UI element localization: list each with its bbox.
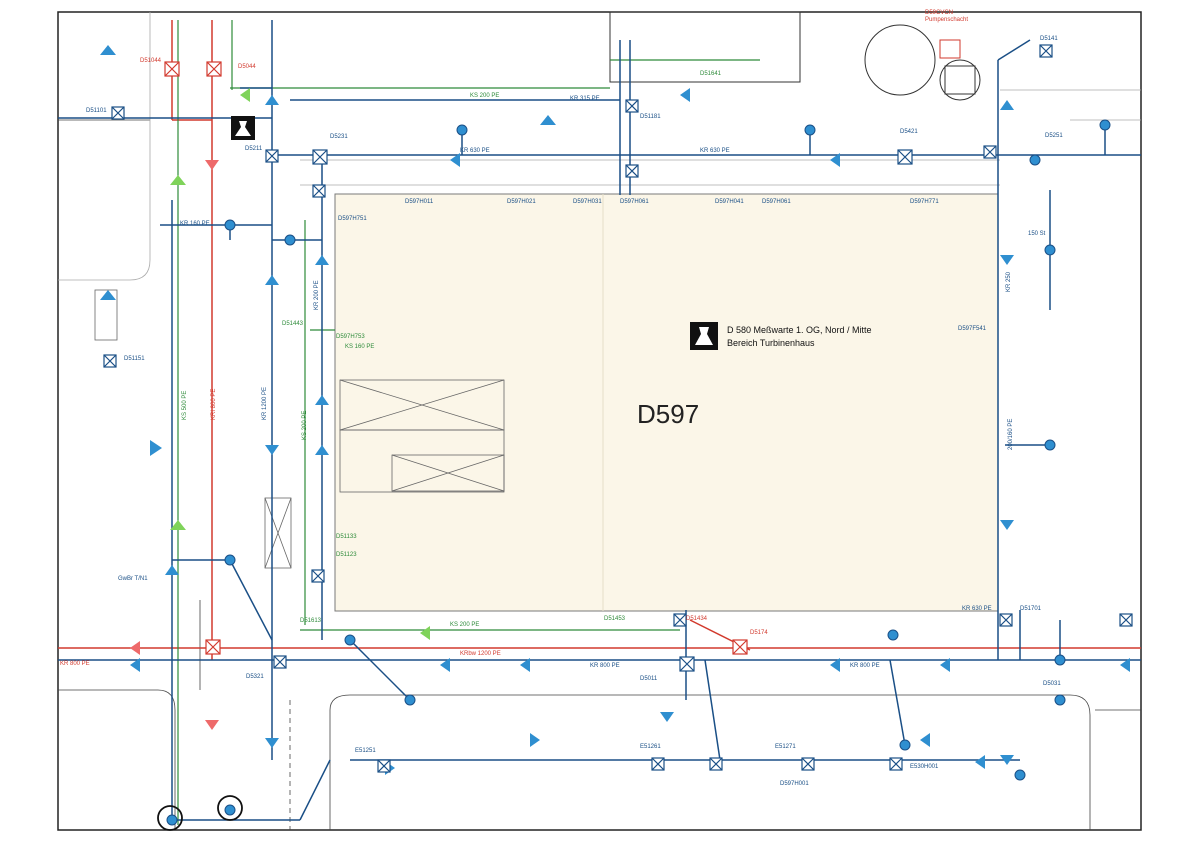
manholes-red xyxy=(164,61,748,655)
label-kri800: KRI 800 PE xyxy=(211,389,217,420)
flow-arrows-red xyxy=(130,160,219,730)
label-h061: D597H041 xyxy=(715,199,744,205)
label-d51133: D51133 xyxy=(336,534,357,540)
label-kr630-right: KR 630 PE xyxy=(700,148,730,154)
label-d5011: D5011 xyxy=(640,676,658,682)
label-ks160: KS 160 PE xyxy=(345,344,374,350)
label-d5031: D5031 xyxy=(1043,681,1061,687)
label-kr630-top: KR 630 PE xyxy=(460,148,490,154)
label-200-160: 200/160 PE xyxy=(1008,419,1014,450)
label-d51641: D51641 xyxy=(700,71,722,77)
flow-arrows-blue xyxy=(100,45,1130,775)
building-d597-footprint xyxy=(334,193,999,612)
top-right-label2: Pumpenschacht xyxy=(925,17,968,23)
building-structures xyxy=(94,289,505,569)
label-h031: D597H061 xyxy=(620,199,649,205)
label-e51241: E51251 xyxy=(355,748,376,754)
pipe-labels: KR 630 PE KR 630 PE KR 315 PE KR 160 PE … xyxy=(60,36,1063,787)
label-d5421: D5421 xyxy=(900,129,918,135)
label-d5211: D5211 xyxy=(245,146,263,152)
label-150st: 150 St xyxy=(1028,231,1046,237)
street-outlines xyxy=(58,12,1141,830)
label-kr1200-left: KR 1200 PE xyxy=(262,387,268,420)
top-right-label1: D59CVCN xyxy=(925,10,953,16)
label-h011: D597H021 xyxy=(507,199,536,205)
label-d5321: D5321 xyxy=(246,674,264,680)
label-d51401: D51181 xyxy=(640,114,661,120)
label-gwbr: GwBr T/N1 xyxy=(118,576,148,582)
label-d51613: D51613 xyxy=(300,618,322,624)
label-h001: D597H011 xyxy=(405,199,434,205)
label-h771: D597H751 xyxy=(338,216,367,222)
label-d51443: D51443 xyxy=(282,321,304,327)
label-d51701: D51701 xyxy=(1020,606,1042,612)
label-d5141: D5141 xyxy=(1040,36,1058,42)
north-structures xyxy=(609,11,981,101)
label-kr160-left: KR 160 PE xyxy=(180,221,210,227)
legend-title-line2: Bereich Turbinenhaus xyxy=(727,338,815,348)
lab-icon-legend xyxy=(690,322,718,350)
label-d5251: D5251 xyxy=(1045,133,1063,139)
label-ks200-vert: KS 200 PE xyxy=(302,411,308,440)
legend-title-line1: D 580 Meßwarte 1. OG, Nord / Mitte xyxy=(727,325,872,335)
label-d51123: D51123 xyxy=(336,552,357,558)
label-d51044: D51044 xyxy=(140,58,162,64)
highlighted-inlets xyxy=(157,795,243,831)
label-kr800-red: KR 800 PE xyxy=(60,661,90,667)
label-ks200-bottom: KS 200 PE xyxy=(450,622,479,628)
label-kr250: KR 250 xyxy=(1006,271,1012,292)
label-e51281: E51271 xyxy=(775,744,796,750)
label-h251: D597F541 xyxy=(958,326,987,332)
label-ks500: KS 500 PE xyxy=(182,391,188,420)
label-d5174: D5174 xyxy=(750,630,768,636)
label-e51271: E530H001 xyxy=(910,764,939,770)
label-h041: D597H061 xyxy=(762,199,791,205)
label-ks200-top: KS 200 PE xyxy=(470,93,499,99)
label-h071: D597H771 xyxy=(910,199,939,205)
label-d51434: D51434 xyxy=(686,616,708,622)
label-h021: D597H031 xyxy=(573,199,602,205)
label-kr800-right: KR 800 PE xyxy=(850,663,880,669)
label-e51251: E51261 xyxy=(640,744,661,750)
label-kr800-mid: KR 800 PE xyxy=(590,663,620,669)
label-f541: KR 630 PE xyxy=(962,606,992,612)
inlets xyxy=(166,119,1111,826)
flow-arrows-green xyxy=(170,88,430,640)
building-id-label: D597 xyxy=(637,399,699,429)
manholes xyxy=(103,44,1133,773)
label-kr315: KR 315 PE xyxy=(570,96,600,102)
lab-icon-left xyxy=(231,116,255,140)
label-d5231: D5231 xyxy=(330,134,348,140)
label-d5044: D5044 xyxy=(238,64,256,70)
label-d51101: D51101 xyxy=(86,108,107,114)
label-d51151: D51151 xyxy=(124,356,145,362)
label-kr200-vert: KR 200 PE xyxy=(314,280,320,310)
label-kr1200: KRbw 1200 PE xyxy=(460,651,501,657)
label-e530h001: D597H001 xyxy=(780,781,809,787)
label-d597h753: D597H753 xyxy=(336,334,365,340)
label-d51453: D51453 xyxy=(604,616,626,622)
